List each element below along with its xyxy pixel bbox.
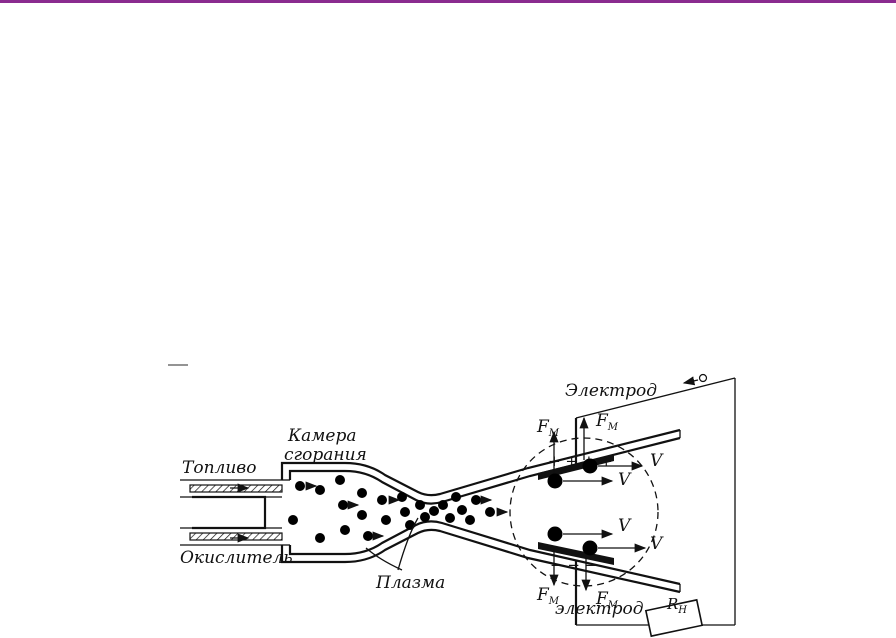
label-chamber-2: сгорания (284, 445, 367, 465)
velocity-label: V (618, 470, 632, 490)
force-sub: M (607, 600, 619, 611)
velocity-label: V (618, 516, 632, 536)
top-electrode-charges: + + + + (548, 452, 613, 470)
label-load: RН (666, 595, 687, 616)
force-label: F (536, 585, 550, 605)
label-electrode-bottom: электрод (555, 599, 644, 619)
svg-text:FM: FM (536, 417, 560, 439)
force-sub: M (548, 596, 560, 607)
svg-text:FM: FM (595, 589, 619, 611)
chamber-walls (280, 428, 681, 594)
particle-drift-arrows (305, 481, 509, 541)
label-chamber-1: Камера (287, 426, 356, 446)
load-label: R (666, 595, 678, 613)
force-arrows (549, 416, 591, 592)
top-rule (0, 0, 896, 3)
load-sub: Н (677, 605, 687, 616)
velocity-label: V (650, 451, 664, 471)
fuel-inlet-pipe (180, 479, 283, 498)
velocity-labels: V V V V (618, 451, 664, 554)
inlet-divider (192, 495, 267, 530)
label-plasma: Плазма (375, 573, 445, 593)
svg-text:FM: FM (595, 411, 619, 433)
label-fuel: Топливо (182, 458, 256, 478)
force-labels: FM FM FM FM (536, 411, 619, 611)
velocity-label: V (650, 534, 664, 554)
force-label: F (595, 411, 609, 431)
oxidizer-inlet-pipe (180, 527, 283, 546)
svg-text:FM: FM (536, 585, 560, 607)
external-circuit (574, 373, 736, 626)
force-label: F (536, 417, 550, 437)
velocity-arrows (563, 461, 647, 553)
label-electrode-top: Электрод (565, 381, 657, 401)
force-sub: M (548, 428, 560, 439)
load-resistor (644, 598, 704, 638)
bottom-electrode-charges: − − − (550, 556, 597, 574)
plasma-leaders (365, 517, 419, 571)
plasma-particles (288, 475, 495, 543)
force-label: F (595, 589, 609, 609)
electrode-bottom (538, 542, 614, 565)
force-sub: M (607, 422, 619, 433)
label-oxidizer: Окислитель (180, 548, 293, 568)
